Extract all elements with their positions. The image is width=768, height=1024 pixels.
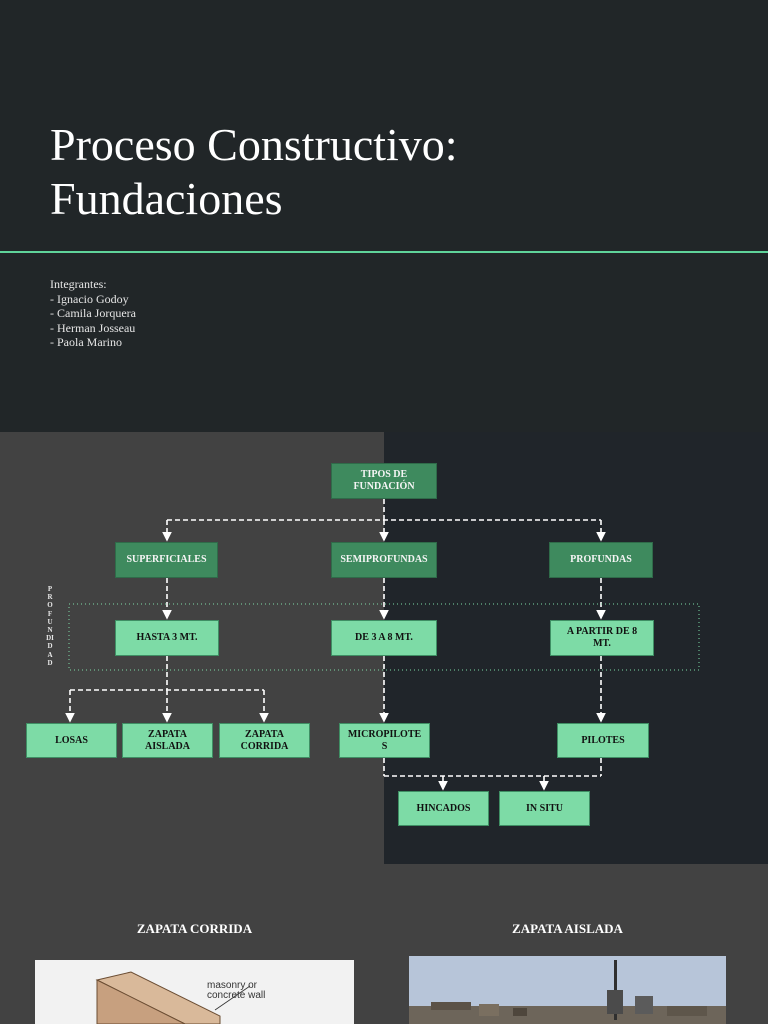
node-a-partir-de-8-mt: A PARTIR DE 8 MT. xyxy=(550,620,654,656)
sketch-label: masonry or xyxy=(207,980,258,991)
node-zapata-aislada: ZAPATA AISLADA xyxy=(122,723,213,758)
members-heading: Integrantes: xyxy=(50,277,107,291)
node-in-situ: IN SITU xyxy=(499,791,590,826)
zapata-aislada-photo xyxy=(409,956,726,1024)
title-divider xyxy=(0,251,768,253)
wall-sketch-image: masonry or concrete wall xyxy=(95,971,265,1024)
node-hasta-3-mt: HASTA 3 MT. xyxy=(115,620,219,656)
diagram-slide: PROFUNDIDAD TIPOS DE FUNDACIÓN SUPERFICI… xyxy=(0,432,768,864)
member-item: - Herman Josseau xyxy=(50,320,136,335)
node-profundas: PROFUNDAS xyxy=(549,542,653,578)
caption-zapata-aislada: ZAPATA AISLADA xyxy=(512,921,623,936)
node-semiprofundas: SEMIPROFUNDAS xyxy=(331,542,437,578)
construction-photo xyxy=(409,956,726,1024)
title-line-1: Proceso Constructivo: xyxy=(50,119,458,170)
node-superficiales: SUPERFICIALES xyxy=(115,542,218,578)
caption-zapata-corrida: ZAPATA CORRIDA xyxy=(136,921,253,936)
member-item: - Ignacio Godoy xyxy=(50,291,129,306)
svg-text:concrete wall: concrete wall xyxy=(207,990,265,1001)
node-pilotes: PILOTES xyxy=(557,723,649,758)
slide-title: Proceso Constructivo: Fundaciones xyxy=(50,118,750,226)
profundidad-label: PROFUNDIDAD xyxy=(46,585,54,667)
node-de-3-a-8-mt: DE 3 A 8 MT. xyxy=(331,620,437,656)
node-losas: LOSAS xyxy=(26,723,117,758)
node-tipos-de-fundacion: TIPOS DE FUNDACIÓN xyxy=(331,463,437,499)
member-item: - Paola Marino xyxy=(50,335,122,349)
member-item: - Camila Jorquera xyxy=(50,306,136,320)
zapata-corrida-sketch: masonry or concrete wall xyxy=(35,960,354,1024)
title-line-2: Fundaciones xyxy=(50,173,283,224)
members-list: Integrantes: - Ignacio Godoy - Camila Jo… xyxy=(50,277,136,350)
title-slide: Proceso Constructivo: Fundaciones Integr… xyxy=(0,0,768,432)
node-zapata-corrida: ZAPATA CORRIDA xyxy=(219,723,310,758)
node-micropilotes: MICROPILOTE S xyxy=(339,723,430,758)
photos-slide: ZAPATA CORRIDA ZAPATA AISLADA masonry or… xyxy=(0,864,768,1024)
node-hincados: HINCADOS xyxy=(398,791,489,826)
